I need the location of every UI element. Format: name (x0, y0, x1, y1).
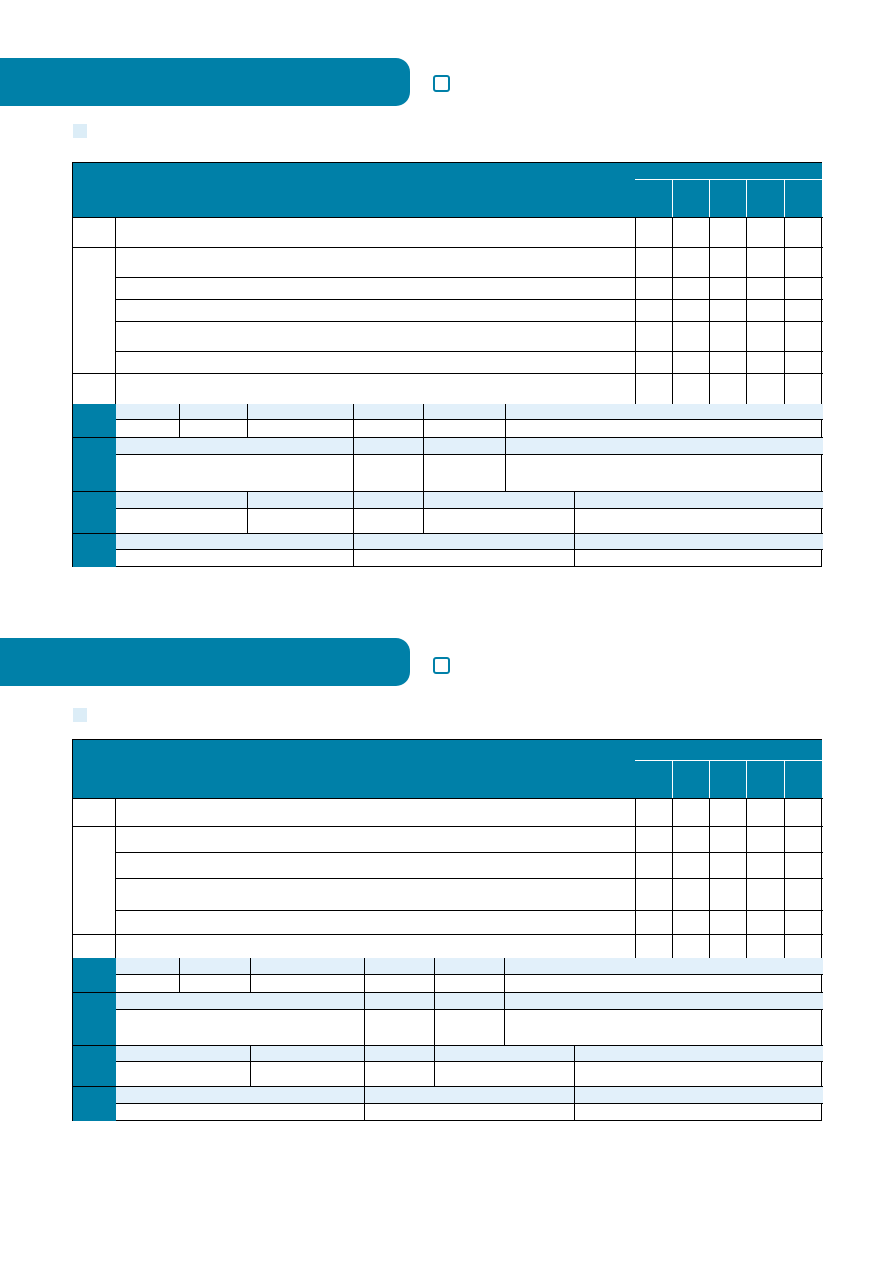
info-label-row (116, 1046, 823, 1061)
info-row-tab-2 (73, 993, 116, 1045)
info-row-tab-2 (73, 438, 116, 491)
assessment-table (72, 162, 823, 567)
info-row-tab-1 (73, 958, 116, 992)
info-row-tab-4 (73, 534, 116, 567)
rounded-square-outline-icon (433, 75, 450, 92)
light-blue-square-icon (73, 708, 87, 722)
section-banner (0, 58, 410, 106)
info-row-tab-3 (73, 492, 116, 533)
table-header-score-group (635, 740, 822, 798)
light-blue-square-icon (73, 124, 87, 138)
table-header-main (73, 740, 635, 798)
rounded-square-outline-icon (433, 657, 450, 674)
info-label-row (116, 1087, 823, 1103)
info-row-tab-1 (73, 404, 116, 437)
section-2 (0, 580, 893, 1140)
info-label-row (116, 958, 823, 974)
section-banner (0, 638, 410, 686)
info-row-tab-3 (73, 1046, 116, 1086)
table-header-main (73, 163, 635, 217)
info-label-row (116, 438, 823, 454)
table-header-score-group (635, 163, 822, 217)
info-row-tab-4 (73, 1087, 116, 1121)
info-label-row (116, 534, 823, 549)
info-label-row (116, 492, 823, 508)
section-1 (0, 0, 893, 580)
assessment-table (72, 739, 823, 1121)
info-label-row (116, 404, 823, 419)
info-label-row (116, 993, 823, 1009)
